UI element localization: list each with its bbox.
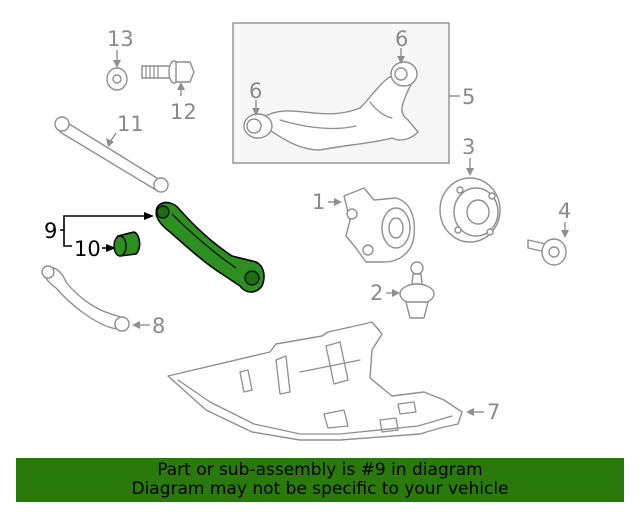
ball-joint-2 [386, 261, 435, 319]
control-arm-9-highlighted [155, 201, 265, 293]
upper-control-arm-inset [232, 22, 460, 164]
callout-6-right[interactable]: 6 [395, 27, 408, 51]
lateral-link-11 [54, 116, 169, 193]
callout-7[interactable]: 7 [487, 400, 500, 424]
callout-4[interactable]: 4 [558, 199, 571, 223]
bushing-right-inset [390, 61, 418, 87]
knuckle-1 [328, 187, 416, 263]
callout-13[interactable]: 13 [107, 27, 134, 51]
hub-bolt-4 [527, 222, 569, 266]
callout-10[interactable]: 10 [74, 237, 101, 261]
callout-3[interactable]: 3 [462, 135, 475, 159]
callout-12[interactable]: 12 [170, 100, 197, 124]
callout-9[interactable]: 9 [44, 219, 57, 243]
callout-6-left[interactable]: 6 [249, 79, 262, 103]
banner-line-2: Diagram may not be specific to your vehi… [131, 479, 509, 499]
hub-3 [439, 158, 501, 243]
bushing-10-highlighted [113, 231, 141, 257]
callout-1[interactable]: 1 [312, 190, 325, 214]
callout-8[interactable]: 8 [152, 314, 165, 338]
bushing-left-inset [243, 113, 273, 139]
callout-2[interactable]: 2 [370, 281, 383, 305]
parts-diagram: 13 12 11 6 6 5 3 1 4 9 10 2 8 7 [41, 22, 571, 441]
callout-11[interactable]: 11 [117, 112, 144, 136]
banner-line-1: Part or sub-assembly is #9 in diagram [157, 460, 483, 480]
washer-13 [106, 50, 128, 91]
callout-5[interactable]: 5 [462, 85, 475, 109]
info-banner: Part or sub-assembly is #9 in diagram Di… [16, 458, 624, 502]
bolt-12 [141, 60, 195, 96]
splash-shield-7 [167, 321, 484, 441]
lower-link-8 [41, 265, 150, 332]
